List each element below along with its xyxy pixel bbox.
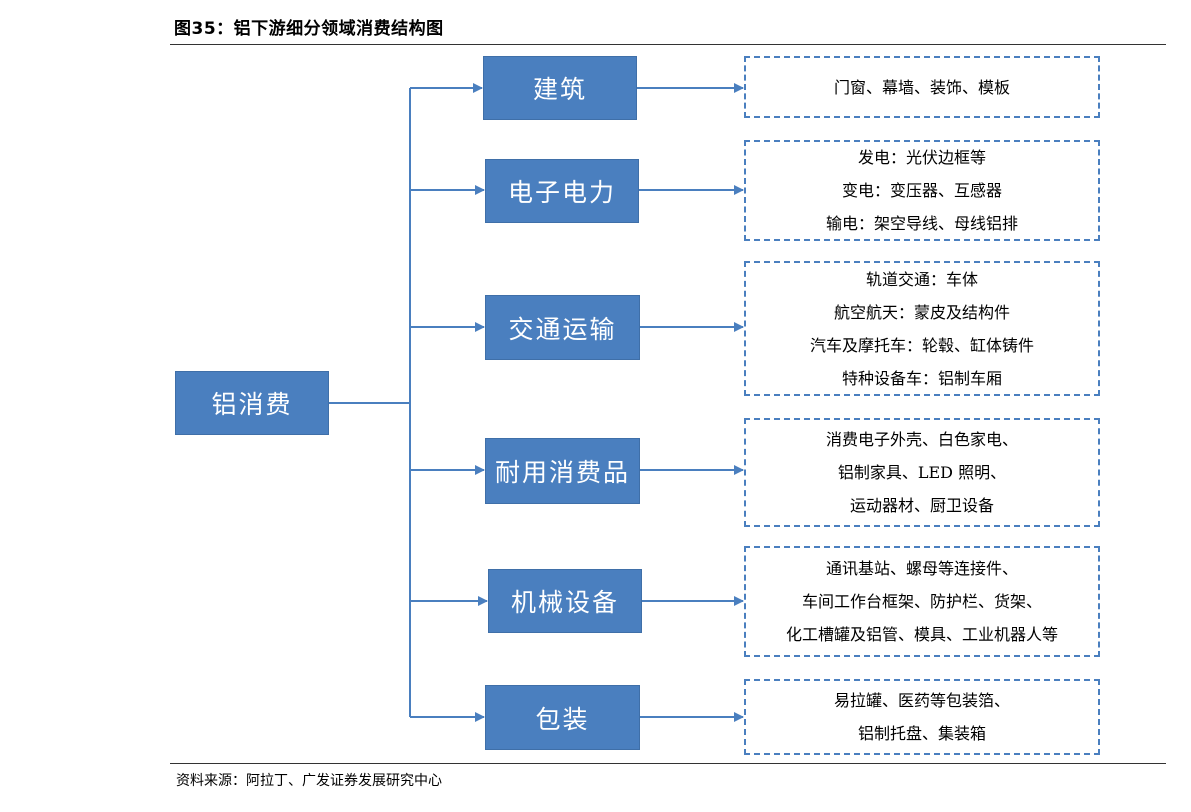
detail-line: 车间工作台框架、防护栏、货架、 — [801, 592, 1042, 611]
detail-box-electronics-power: 发电：光伏边框等 变电：变压器、互感器 输电：架空导线、母线铝排 — [744, 140, 1100, 241]
detail-line: 轨道交通：车体 — [865, 269, 978, 289]
detail-line: 输电：架空导线、母线铝排 — [825, 214, 1018, 233]
detail-box-building: 门窗、幕墙、装饰、模板 — [744, 56, 1100, 118]
detail-box-machinery: 通讯基站、螺母等连接件、 车间工作台框架、防护栏、货架、 化工槽罐及铝管、模具、… — [744, 546, 1100, 657]
bottom-rule — [170, 763, 1166, 764]
category-node-transportation: 交通运输 — [485, 295, 640, 360]
detail-line: 航空航天：蒙皮及结构件 — [833, 302, 1010, 322]
detail-line: 特种设备车：铝制车厢 — [841, 368, 1002, 388]
detail-line: 易拉罐、医药等包装箔、 — [833, 691, 1010, 710]
detail-line: 通讯基站、螺母等连接件、 — [825, 559, 1018, 578]
detail-line: 消费电子外壳、白色家电、 — [825, 430, 1018, 449]
detail-line: 变电：变压器、互感器 — [841, 181, 1002, 200]
category-node-machinery: 机械设备 — [488, 569, 642, 633]
detail-line: 运动器材、厨卫设备 — [849, 496, 994, 515]
detail-box-transportation: 轨道交通：车体 航空航天：蒙皮及结构件 汽车及摩托车：轮毂、缸体铸件 特种设备车… — [744, 261, 1100, 396]
detail-line: 铝制托盘、集装箱 — [857, 724, 986, 743]
category-node-durable-goods: 耐用消费品 — [485, 438, 640, 504]
category-node-electronics-power: 电子电力 — [485, 159, 639, 223]
category-node-packaging: 包装 — [485, 685, 640, 750]
source-note: 资料来源：阿拉丁、广发证券发展研究中心 — [176, 773, 442, 789]
top-rule — [170, 44, 1166, 45]
root-node: 铝消费 — [175, 371, 329, 435]
figure-title: 图35：铝下游细分领域消费结构图 — [174, 19, 444, 39]
detail-line: 化工槽罐及铝管、模具、工业机器人等 — [785, 625, 1058, 644]
detail-line: 发电：光伏边框等 — [857, 148, 986, 167]
detail-line: 汽车及摩托车：轮毂、缸体铸件 — [809, 335, 1034, 355]
category-node-building: 建筑 — [483, 56, 637, 120]
detail-box-packaging: 易拉罐、医药等包装箔、 铝制托盘、集装箱 — [744, 679, 1100, 755]
detail-line: 铝制家具、LED 照明、 — [837, 463, 1007, 482]
detail-box-durable-goods: 消费电子外壳、白色家电、 铝制家具、LED 照明、 运动器材、厨卫设备 — [744, 418, 1100, 527]
detail-line: 门窗、幕墙、装饰、模板 — [833, 77, 1010, 97]
